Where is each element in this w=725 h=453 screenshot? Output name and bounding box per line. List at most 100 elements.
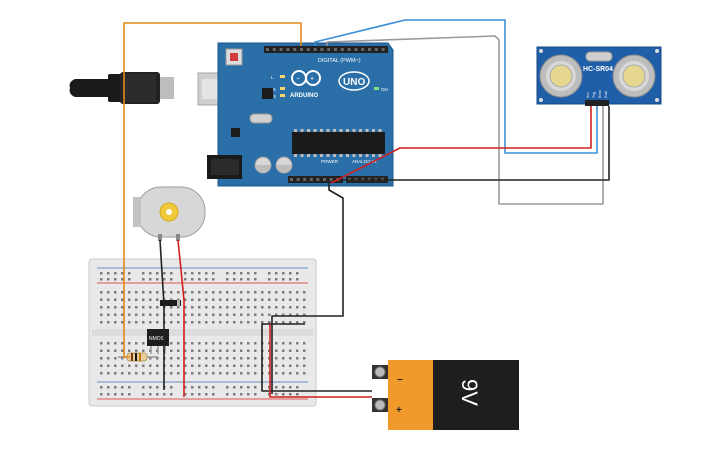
breadboard-hole bbox=[142, 291, 145, 294]
breadboard-hole bbox=[226, 393, 229, 396]
breadboard-hole bbox=[128, 364, 131, 367]
breadboard-hole bbox=[212, 306, 215, 309]
breadboard-hole bbox=[177, 349, 180, 352]
breadboard-hole bbox=[261, 321, 264, 324]
breadboard-hole bbox=[170, 272, 173, 275]
breadboard-hole bbox=[205, 372, 208, 375]
breadboard-hole bbox=[142, 298, 145, 301]
breadboard-hole bbox=[219, 306, 222, 309]
chip-pin bbox=[365, 129, 369, 132]
header-pin bbox=[323, 178, 326, 181]
breadboard-hole bbox=[149, 349, 152, 352]
breadboard-hole bbox=[149, 386, 152, 389]
breadboard-hole bbox=[149, 372, 152, 375]
breadboard-hole bbox=[142, 393, 145, 396]
breadboard-hole bbox=[198, 298, 201, 301]
header-pin bbox=[320, 48, 324, 51]
breadboard-hole bbox=[107, 298, 110, 301]
breadboard-hole bbox=[205, 321, 208, 324]
breadboard-hole bbox=[240, 372, 243, 375]
breadboard-hole bbox=[205, 349, 208, 352]
breadboard-hole bbox=[149, 291, 152, 294]
breadboard-hole bbox=[135, 372, 138, 375]
breadboard-hole bbox=[114, 306, 117, 309]
sensor-model-label: HC-SR04 bbox=[583, 66, 613, 73]
header-pin bbox=[329, 178, 333, 181]
header-pin bbox=[313, 48, 317, 51]
breadboard-hole bbox=[233, 342, 236, 345]
chip-pin bbox=[359, 154, 362, 157]
breadboard-hole bbox=[142, 321, 145, 324]
breadboard-hole bbox=[268, 278, 271, 281]
chip-pin bbox=[346, 129, 349, 132]
breadboard-hole bbox=[205, 298, 208, 301]
breadboard-hole bbox=[296, 393, 299, 396]
breadboard-hole bbox=[275, 349, 278, 352]
breadboard-hole bbox=[163, 278, 166, 281]
breadboard-hole bbox=[282, 321, 285, 324]
breadboard-hole bbox=[156, 321, 159, 324]
wire-orange bbox=[123, 22, 302, 358]
breadboard-hole bbox=[170, 313, 173, 316]
resistor bbox=[118, 352, 158, 362]
breadboard-hole bbox=[303, 372, 306, 375]
breadboard-hole bbox=[128, 342, 131, 345]
chip-pin bbox=[313, 129, 317, 132]
breadboard-hole bbox=[247, 372, 250, 375]
usb-cable bbox=[69, 72, 239, 106]
breadboard-hole bbox=[191, 393, 194, 396]
breadboard-hole bbox=[198, 357, 201, 360]
battery-plus-label: + bbox=[396, 405, 402, 416]
breadboard-hole bbox=[114, 386, 117, 389]
breadboard-hole bbox=[254, 321, 257, 324]
usb-chip bbox=[262, 88, 273, 99]
chip-pin bbox=[333, 154, 336, 157]
battery-9v: − + 9V bbox=[372, 360, 519, 430]
breadboard-hole bbox=[240, 291, 243, 294]
breadboard-hole bbox=[100, 306, 103, 309]
chip-pin bbox=[294, 154, 297, 157]
breadboard-hole bbox=[296, 364, 299, 367]
breadboard-hole bbox=[142, 372, 145, 375]
breadboard-hole bbox=[100, 313, 103, 316]
breadboard-hole bbox=[268, 298, 271, 301]
breadboard-hole bbox=[191, 272, 194, 275]
breadboard-hole bbox=[142, 313, 145, 316]
header-pin bbox=[334, 48, 337, 51]
breadboard-hole bbox=[247, 291, 250, 294]
header-pin bbox=[354, 48, 358, 51]
breadboard-hole bbox=[121, 357, 124, 360]
breadboard-hole bbox=[114, 342, 117, 345]
breadboard-hole bbox=[149, 321, 152, 324]
breadboard-hole bbox=[296, 272, 299, 275]
breadboard-hole bbox=[142, 272, 145, 275]
breadboard-hole bbox=[289, 321, 292, 324]
chip-pin bbox=[352, 129, 356, 132]
breadboard-hole bbox=[275, 272, 278, 275]
breadboard-hole bbox=[149, 298, 152, 301]
breadboard-hole bbox=[226, 272, 229, 275]
breadboard-hole bbox=[107, 357, 110, 360]
header-pin bbox=[381, 48, 385, 51]
breadboard-hole bbox=[198, 278, 201, 281]
breadboard-hole bbox=[275, 342, 278, 345]
breadboard-hole bbox=[261, 313, 264, 316]
breadboard-hole bbox=[128, 306, 131, 309]
breadboard-hole bbox=[100, 386, 103, 389]
breadboard-hole bbox=[191, 357, 194, 360]
breadboard-hole bbox=[205, 342, 208, 345]
breadboard-hole bbox=[289, 372, 292, 375]
breadboard-hole bbox=[191, 298, 194, 301]
breadboard-hole bbox=[128, 393, 131, 396]
breadboard-hole bbox=[254, 298, 257, 301]
breadboard-hole bbox=[226, 321, 229, 324]
breadboard-hole bbox=[142, 349, 145, 352]
sensor-pin-label: Vcc bbox=[586, 92, 590, 98]
breadboard-hole bbox=[268, 272, 271, 275]
breadboard-hole bbox=[184, 298, 187, 301]
chip-pin bbox=[313, 154, 317, 157]
breadboard-hole bbox=[289, 393, 292, 396]
breadboard-hole bbox=[275, 386, 278, 389]
breadboard-hole bbox=[296, 342, 299, 345]
